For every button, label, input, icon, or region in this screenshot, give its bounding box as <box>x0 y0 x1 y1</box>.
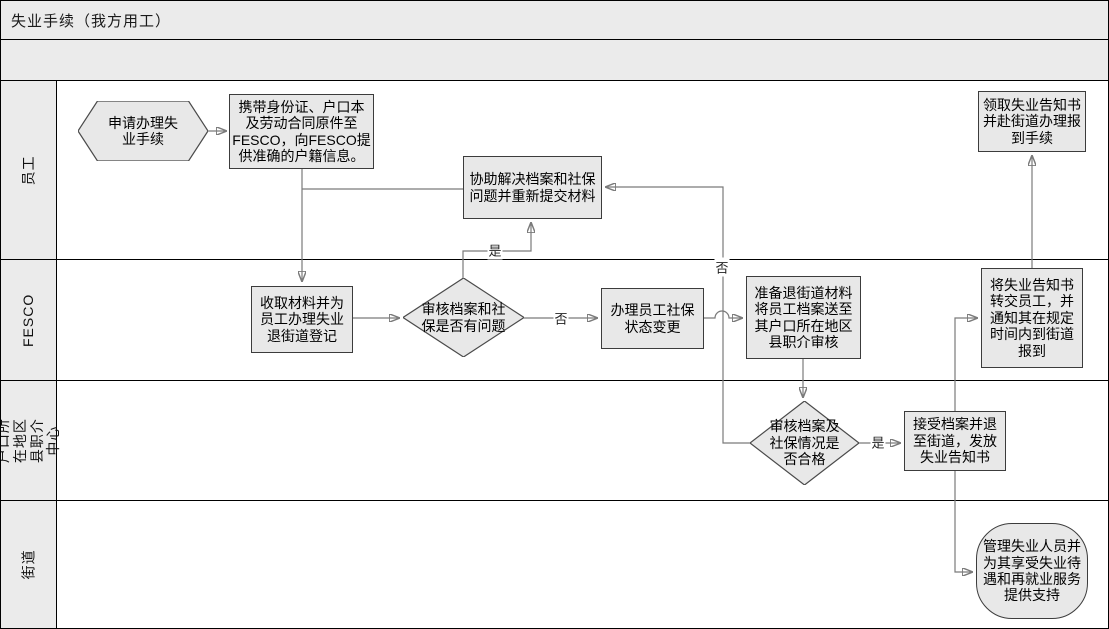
lane-label-employee: 员工 <box>1 81 57 259</box>
lane-label-job-center: 户口所在地区 县职介中心 <box>1 381 61 500</box>
lane-label-street: 街道 <box>1 501 57 628</box>
edge-label-problem-yes: 是 <box>487 240 503 260</box>
edge-label-problem-no: 否 <box>553 308 569 328</box>
node-prepare-materials: 准备退街道材料 将员工档案送至 其户口所在地区 县职介审核 <box>746 276 861 359</box>
title-bar: 失业手续（我方用工） <box>1 1 1108 40</box>
connector-qualify-no-to-assist <box>605 187 750 444</box>
lane-label-fesco: FESCO <box>1 260 57 380</box>
node-collect-materials: 收取材料并为 员工办理失业 退街道登记 <box>251 286 353 353</box>
node-change-social-status: 办理员工社保 状态变更 <box>601 288 704 349</box>
edge-label-qualified-no: 否 <box>714 257 730 277</box>
lane-fesco: FESCO <box>1 260 1108 381</box>
node-assist-resolve: 协助解决档案和社保 问题并重新提交材料 <box>463 156 602 219</box>
lane-employee: 员工 <box>1 81 1108 260</box>
lane-street: 街道 <box>1 501 1108 628</box>
node-receive-notice: 领取失业告知书 并赴街道办理报 到手续 <box>978 91 1086 152</box>
lane-job-center: 户口所在地区 县职介中心 <box>1 381 1108 501</box>
node-review-qualified-diamond: 审核档案及 社保情况是 否合格 <box>750 401 859 485</box>
diagram-title: 失业手续（我方用工） <box>11 12 172 30</box>
node-start-hexagon: 申请办理失 业手续 <box>78 101 208 161</box>
node-forward-notice: 将失业告知书 转交员工，并 通知其在规定 时间内到街道 报到 <box>981 268 1083 368</box>
connector-accept-to-manage <box>954 471 973 572</box>
connector-accept-to-forward <box>954 318 978 411</box>
node-manage-unemployed: 管理失业人员并 为其享受失业待 遇和再就业服务 提供支持 <box>976 523 1088 619</box>
connector-change-to-prepare <box>704 310 743 318</box>
edge-label-qualified-yes: 是 <box>870 432 886 452</box>
node-bring-documents: 携带身份证、户口本 及劳动合同原件至 FESCO，向FESCO提 供准确的户籍信… <box>229 94 374 169</box>
node-accept-archive: 接受档案并退 至街道，发放 失业告知书 <box>904 411 1006 471</box>
node-review-problem-diamond: 审核档案和社 保是否有问题 <box>403 278 524 357</box>
header-empty-row <box>1 40 1108 81</box>
